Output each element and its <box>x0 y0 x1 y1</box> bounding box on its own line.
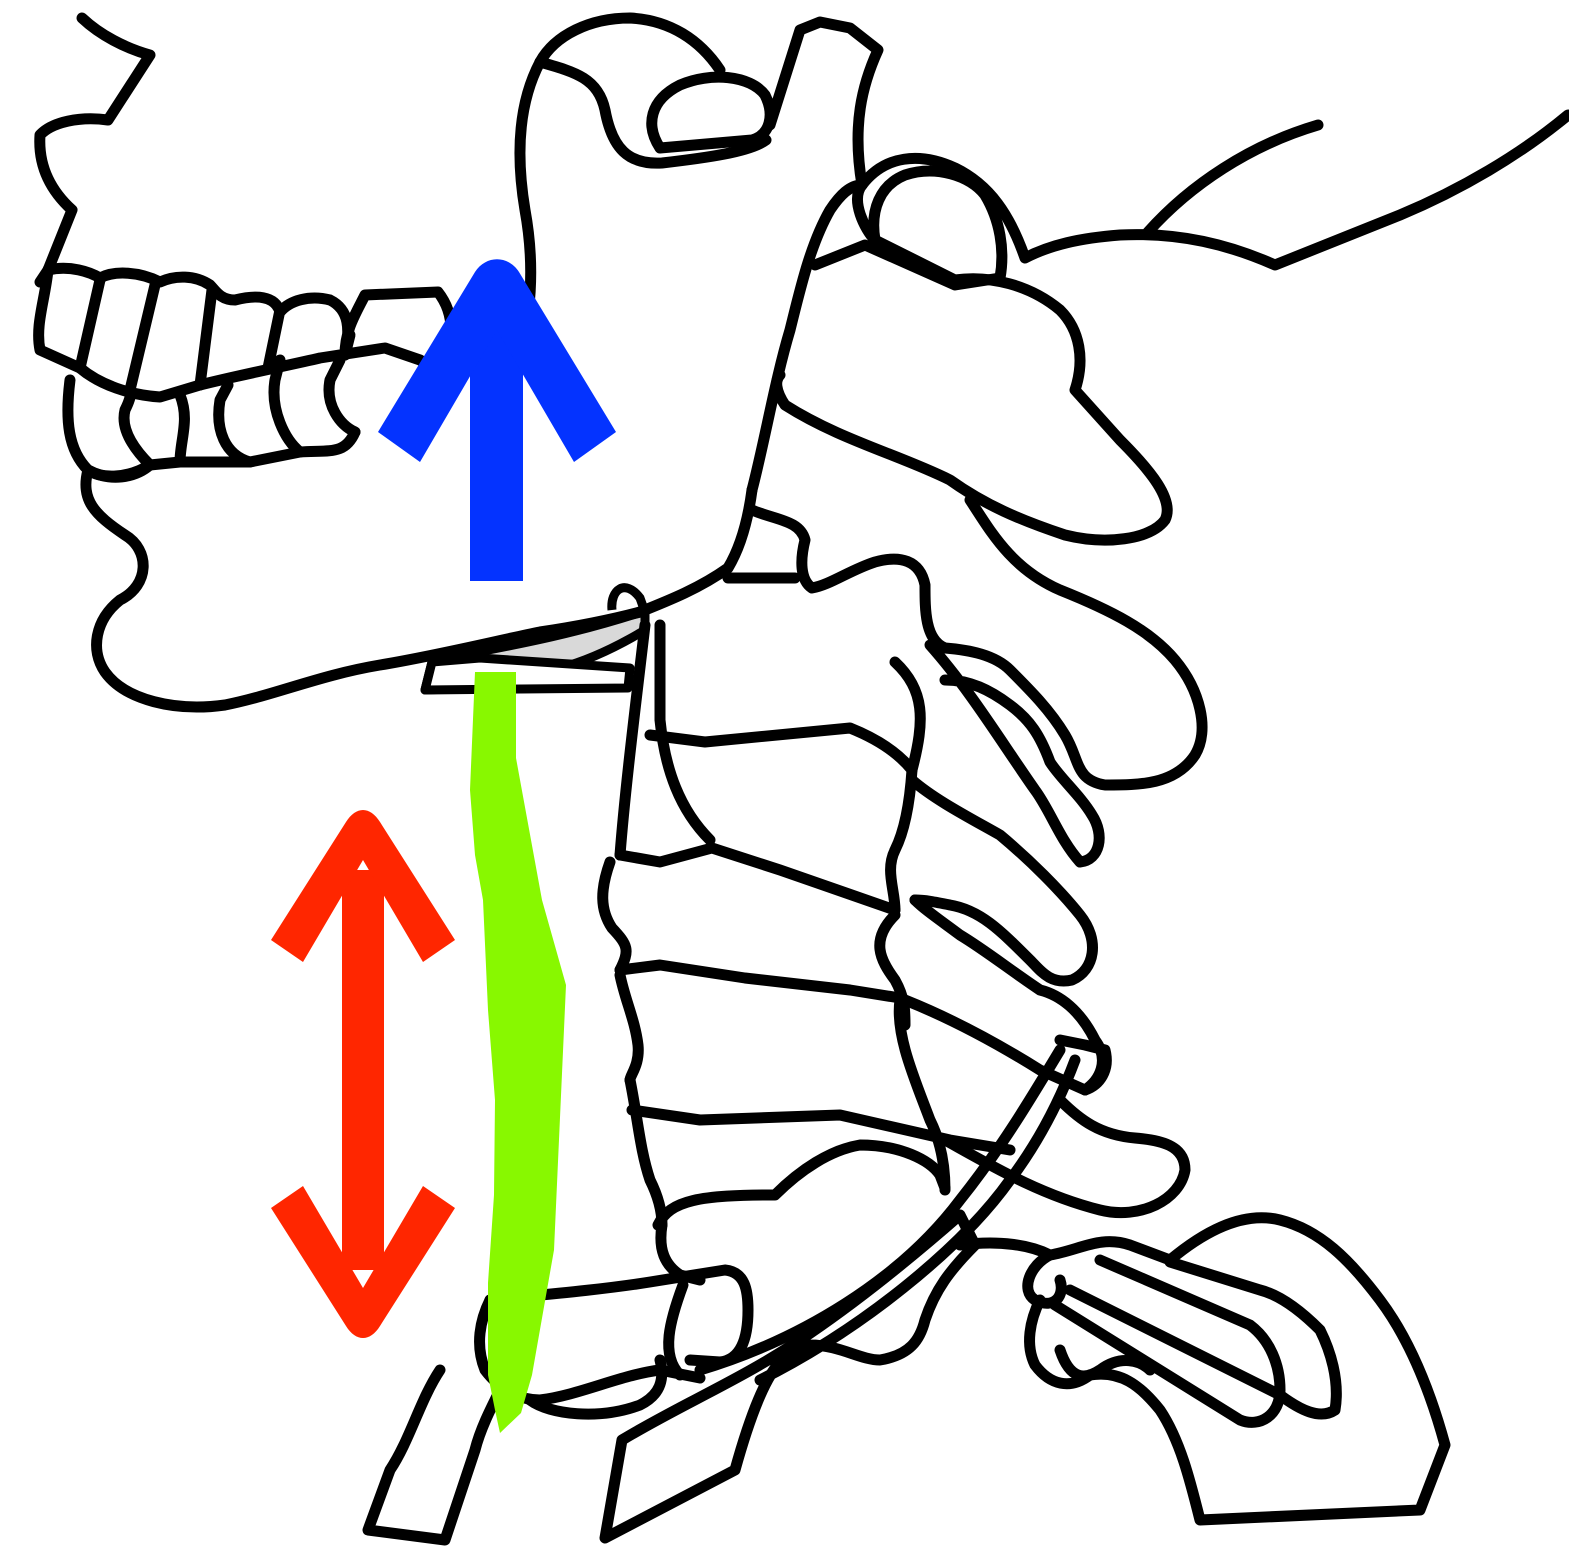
hyoid-bone <box>425 588 645 690</box>
upward-arrow <box>378 259 616 581</box>
upper-teeth <box>39 268 451 397</box>
double-arrow <box>271 810 455 1338</box>
skull-outline <box>40 18 1568 282</box>
